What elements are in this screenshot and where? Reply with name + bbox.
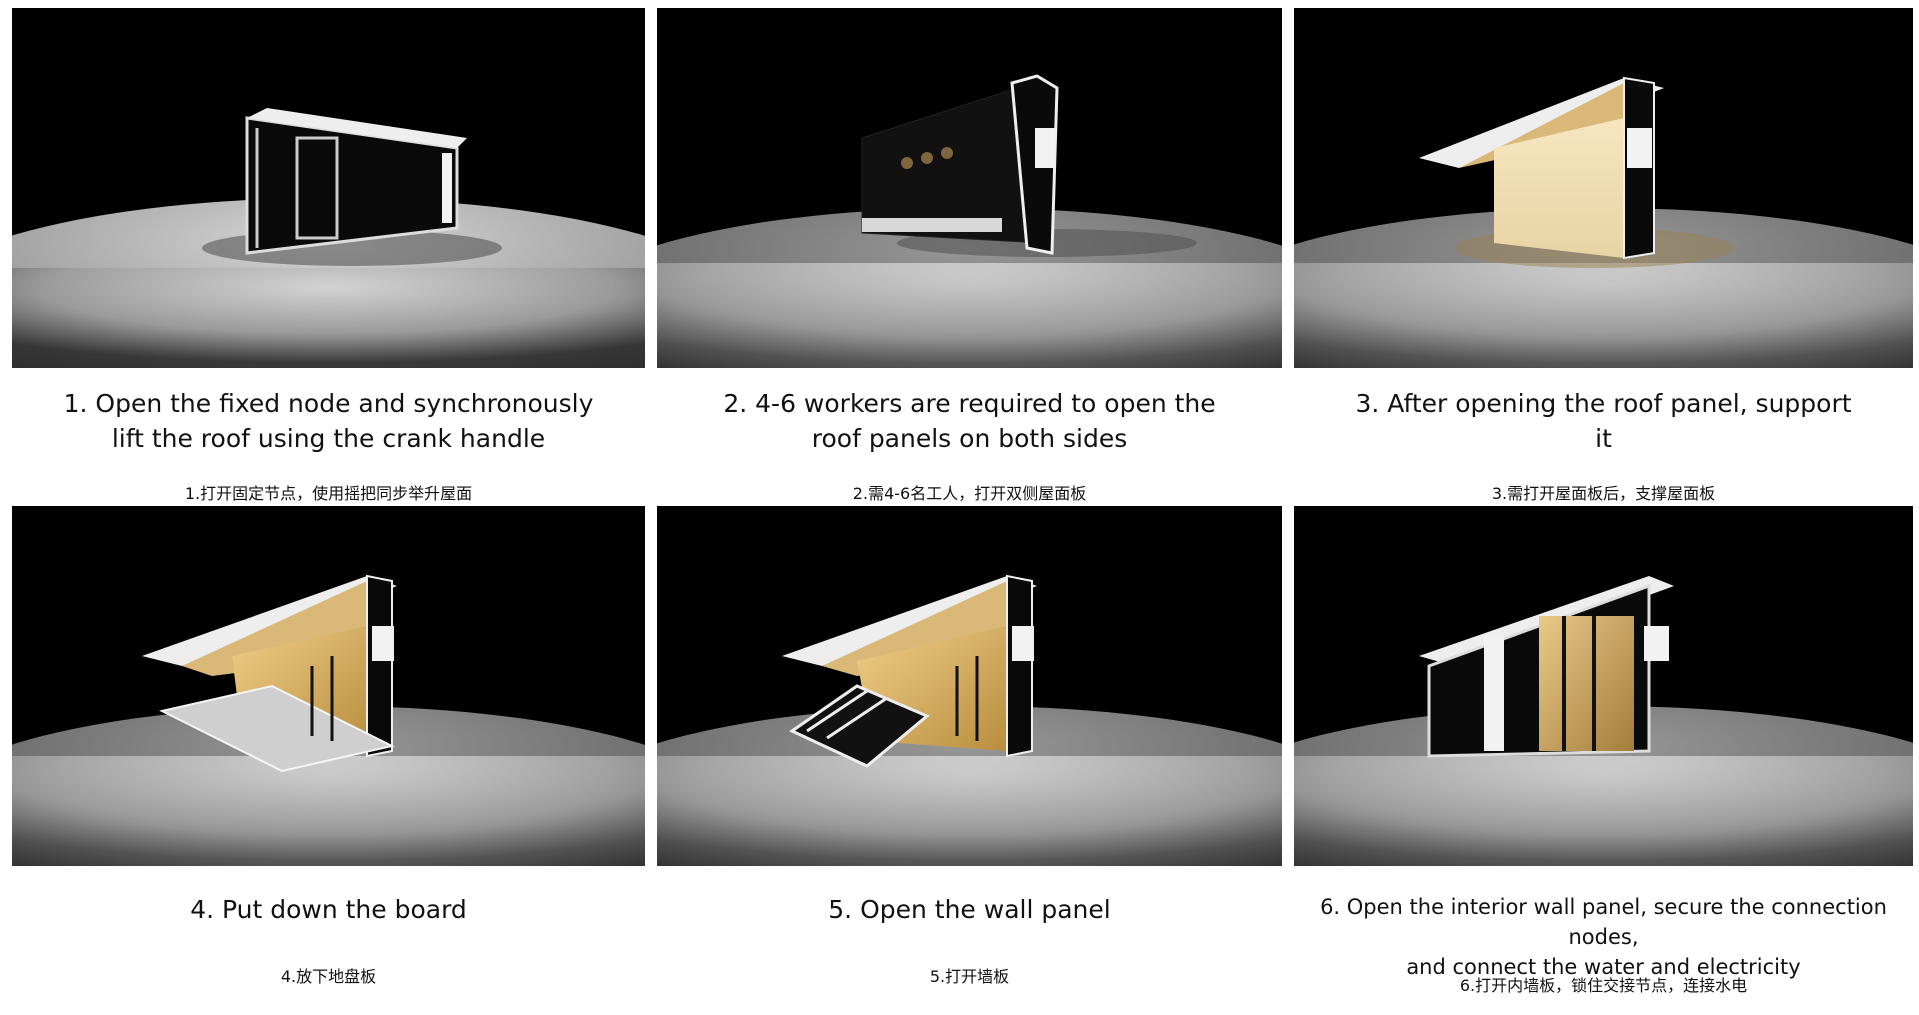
- step-4-caption-en: 4. Put down the board: [190, 895, 467, 924]
- step-3-caption-en: 3. After opening the roof panel, support…: [1355, 389, 1852, 453]
- step-5-caption-en: 5. Open the wall panel: [828, 895, 1111, 924]
- step-1: 1. Open the fixed node and synchronously…: [12, 8, 645, 506]
- step-2-render: [657, 8, 1282, 368]
- step-5-render: [657, 506, 1282, 866]
- step-5-caption-cn: 5.打开墙板: [929, 967, 1010, 986]
- step-6-caption-en: 6. Open the interior wall panel, secure …: [1320, 895, 1887, 979]
- step-6: 6. Open the interior wall panel, secure …: [1294, 506, 1913, 1009]
- step-2-caption-cn: 2.需4-6名工人，打开双侧屋面板: [852, 484, 1087, 503]
- step-6-render: [1294, 506, 1913, 866]
- step-4-render: [12, 506, 645, 866]
- step-1-render: [12, 8, 645, 368]
- step-4: 4. Put down the board 4.放下地盘板: [12, 506, 645, 1009]
- step-3: 3. After opening the roof panel, support…: [1294, 8, 1913, 506]
- step-4-caption-cn: 4.放下地盘板: [280, 967, 377, 986]
- step-6-caption-cn: 6.打开内墙板，锁住交接节点，连接水电: [1459, 976, 1748, 995]
- step-5: 5. Open the wall panel 5.打开墙板: [657, 506, 1282, 1009]
- step-2-caption-en: 2. 4-6 workers are required to open the …: [723, 389, 1216, 453]
- step-1-caption-cn: 1.打开固定节点，使用摇把同步举升屋面: [184, 484, 473, 503]
- step-3-caption-cn: 3.需打开屋面板后，支撑屋面板: [1491, 484, 1716, 503]
- step-1-caption-en: 1. Open the fixed node and synchronously…: [63, 389, 594, 453]
- step-2: 2. 4-6 workers are required to open the …: [657, 8, 1282, 506]
- assembly-steps-grid: 1. Open the fixed node and synchronously…: [12, 8, 1916, 1009]
- step-3-render: [1294, 8, 1913, 368]
